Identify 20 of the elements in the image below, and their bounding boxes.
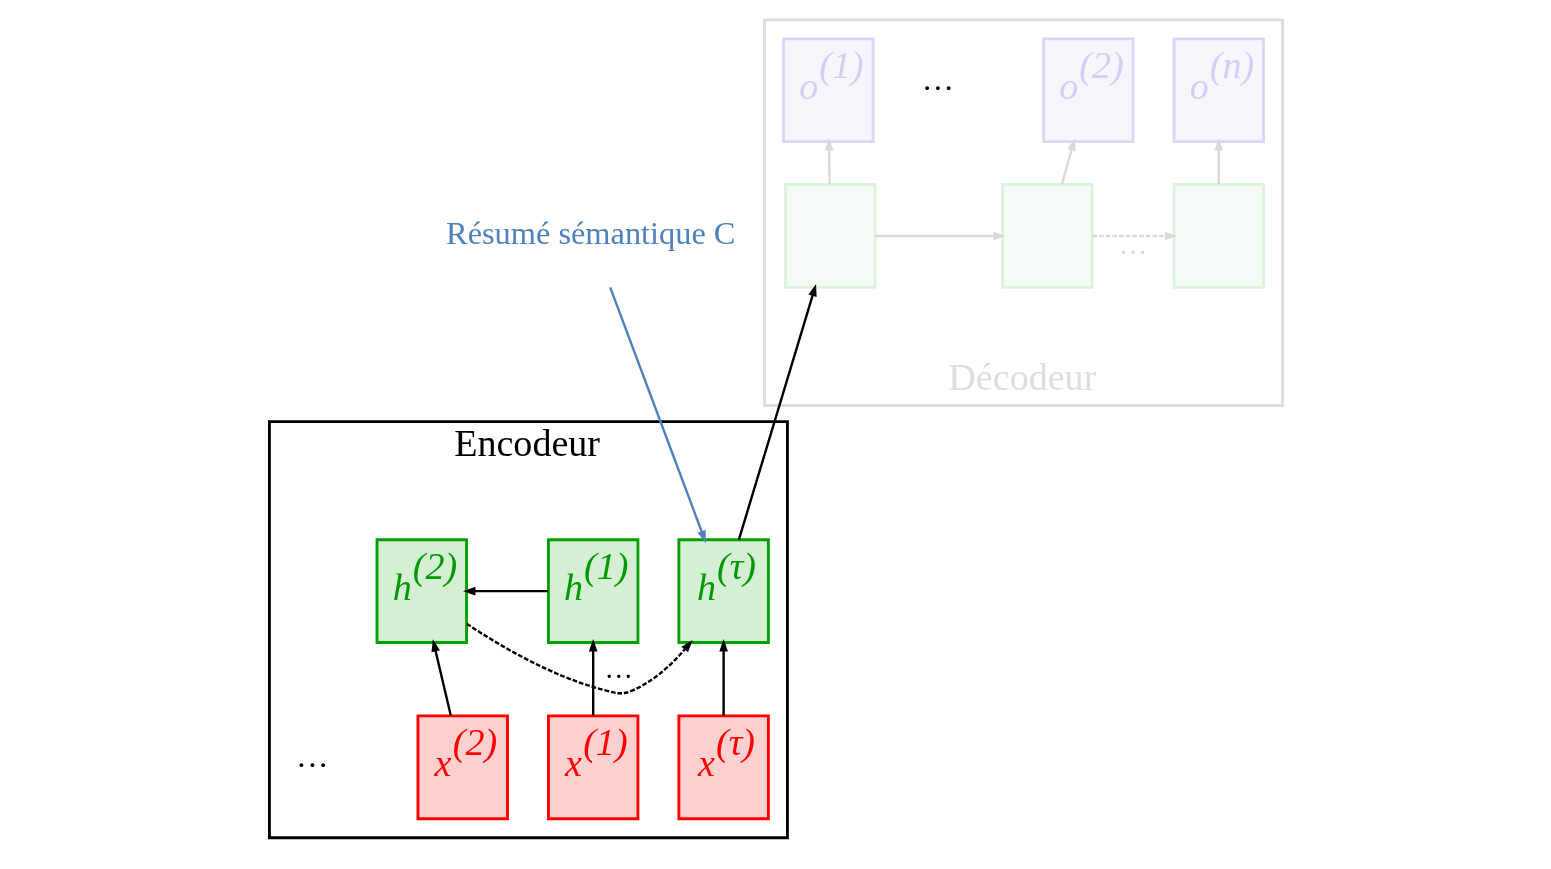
edge-label: ···: [604, 661, 633, 693]
arrow: [1213, 138, 1223, 185]
arrow: [737, 283, 817, 540]
arrow: [465, 622, 693, 695]
node-box: [1172, 183, 1265, 289]
node-box: [783, 183, 876, 289]
label: ···: [921, 69, 954, 106]
arrow: [1091, 231, 1177, 241]
node-text: Résumé sémantique C: [445, 215, 735, 252]
edge-label: ···: [1118, 236, 1147, 268]
arrow: [718, 639, 728, 716]
arrow: [608, 287, 706, 543]
node-box: [1000, 183, 1094, 289]
arrow: [874, 231, 1006, 241]
arrow: [1060, 138, 1076, 185]
arrow: [824, 138, 833, 185]
label: ···: [295, 746, 328, 783]
arrow: [462, 586, 548, 596]
arrow: [588, 639, 597, 716]
arrow: [430, 639, 452, 716]
